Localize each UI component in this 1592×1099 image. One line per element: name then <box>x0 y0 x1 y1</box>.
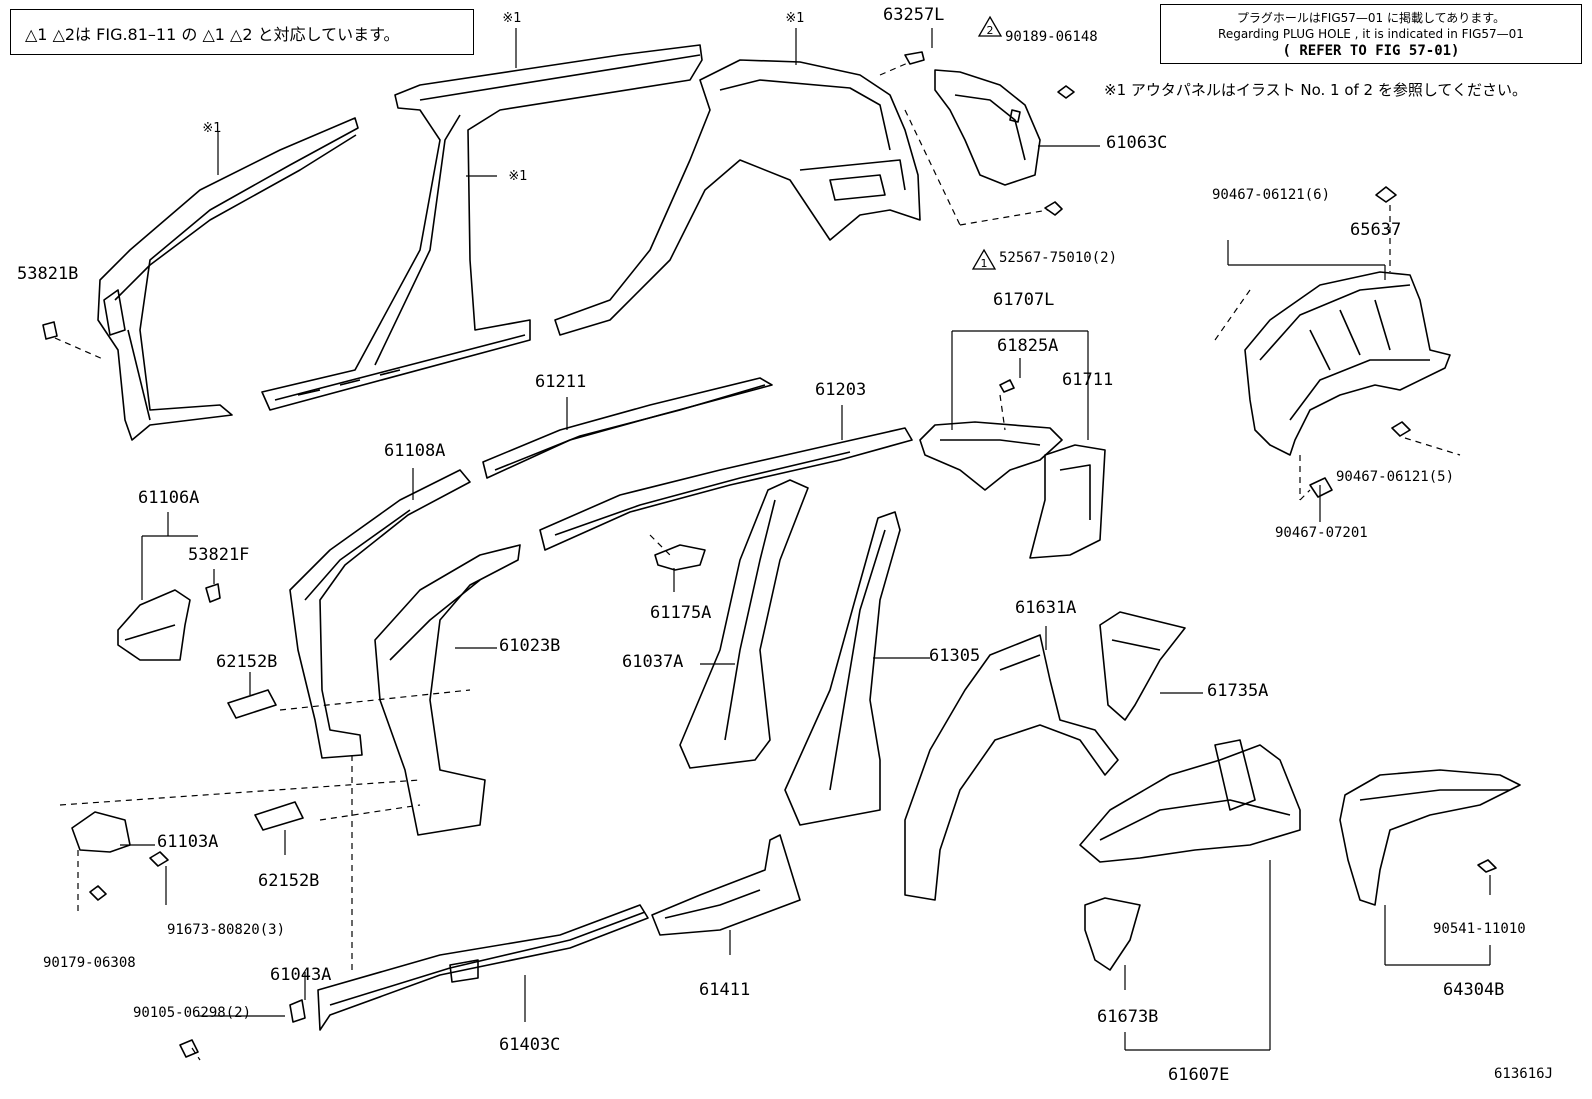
part-61825A-shape <box>999 379 1015 393</box>
label-61825A[interactable]: 61825A <box>997 336 1059 356</box>
fig-correspondence-note: △1 △2は FIG.81–11 の △1 △2 と対応しています。 <box>10 9 474 55</box>
plug-hole-note-en: Regarding PLUG HOLE , it is indicated in… <box>1218 27 1524 41</box>
ref-mark-4: ※1 <box>508 169 527 184</box>
part-61607E-shape <box>1079 739 1301 863</box>
label-90189-06148[interactable]: 90189-06148 <box>1005 29 1098 45</box>
label-90105-06298[interactable]: 90105-06298(2) <box>133 1005 252 1021</box>
plug-hole-note: プラグホールはFIG57—01 に掲載してあります。 Regarding PLU… <box>1160 4 1582 64</box>
label-61203[interactable]: 61203 <box>815 380 867 400</box>
label-61607E[interactable]: 61607E <box>1168 1065 1230 1085</box>
triangle-1-digit: 1 <box>981 257 988 270</box>
label-61023B[interactable]: 61023B <box>499 636 561 656</box>
label-61063C[interactable]: 61063C <box>1106 133 1168 153</box>
label-90467-06121-5[interactable]: 90467-06121(5) <box>1336 469 1455 485</box>
ref-mark-1: ※1 <box>502 11 521 26</box>
dashed-guides <box>54 61 1461 1061</box>
label-90467-07201[interactable]: 90467-07201 <box>1275 525 1368 541</box>
label-61673B[interactable]: 61673B <box>1097 1007 1159 1027</box>
triangle-1-icon <box>971 248 997 270</box>
reference-marks: ※1 ※1 ※1 ※1 <box>202 11 804 184</box>
part-62152B-bottom-shape <box>254 801 304 831</box>
label-63257L[interactable]: 63257L <box>883 5 945 25</box>
label-52567-75010[interactable]: 52567-75010(2) <box>999 250 1118 266</box>
warning-triangle-digits: 2 1 <box>981 24 994 270</box>
part-61023B-shape <box>374 544 521 836</box>
part-61211-shape <box>482 377 773 479</box>
label-65637[interactable]: 65637 <box>1350 220 1402 240</box>
outer-panel-front-part <box>97 117 359 441</box>
part-61063C-shape <box>934 69 1041 186</box>
label-53821F[interactable]: 53821F <box>188 545 250 565</box>
part-61735A-shape <box>1099 611 1186 721</box>
fasteners <box>42 85 1497 1058</box>
label-90179-06308[interactable]: 90179-06308 <box>43 955 136 971</box>
part-61106A-shape <box>117 589 191 661</box>
label-61106A[interactable]: 61106A <box>138 488 200 508</box>
part-65637-shape <box>1244 271 1451 456</box>
part-61103A-shape <box>71 811 131 853</box>
label-61305[interactable]: 61305 <box>929 646 981 666</box>
leader-lines <box>120 28 1491 1051</box>
label-61711[interactable]: 61711 <box>1062 370 1114 390</box>
plug-hole-note-ref: ( REFER TO FIG 57-01) <box>1282 43 1460 59</box>
label-61108A[interactable]: 61108A <box>384 441 446 461</box>
part-53821F-shape <box>205 583 221 603</box>
outer-panel-reference-note: ※1 アウタパネルはイラスト No. 1 of 2 を参照してください。 <box>1104 81 1527 99</box>
warning-triangles <box>971 15 1003 270</box>
label-91673-80820[interactable]: 91673-80820(3) <box>167 922 286 938</box>
fig-correspondence-text: △1 △2は FIG.81–11 の △1 △2 と対応しています。 <box>25 25 400 44</box>
part-61707L-shape <box>919 421 1106 559</box>
ref-mark-3: ※1 <box>202 121 221 136</box>
part-61037A-shape <box>679 479 809 769</box>
figure-id: 613616J <box>1494 1066 1554 1082</box>
label-64304B[interactable]: 64304B <box>1443 980 1505 1000</box>
part-61403C-shape <box>317 904 649 1031</box>
part-61305-shape <box>784 511 901 826</box>
part-61043A-shape <box>289 999 306 1023</box>
label-61103A[interactable]: 61103A <box>157 832 219 852</box>
label-61175A[interactable]: 61175A <box>650 603 712 623</box>
part-62152B-top-shape <box>227 689 277 719</box>
label-53821B[interactable]: 53821B <box>17 264 79 284</box>
ref-mark-2: ※1 <box>785 11 804 26</box>
label-61735A[interactable]: 61735A <box>1207 681 1269 701</box>
label-61403C[interactable]: 61403C <box>499 1035 561 1055</box>
label-61411[interactable]: 61411 <box>699 980 751 1000</box>
part-64304B-shape <box>1339 769 1521 906</box>
part-61175A-shape <box>654 544 706 571</box>
triangle-1-icon <box>977 15 1003 37</box>
part-61631A-shape <box>904 634 1119 901</box>
plug-hole-note-jp: プラグホールはFIG57—01 に掲載してあります。 <box>1236 11 1506 25</box>
label-62152B-bottom[interactable]: 62152B <box>258 871 320 891</box>
label-61211[interactable]: 61211 <box>535 372 587 392</box>
outer-panel-center-part <box>261 44 703 411</box>
label-61043A[interactable]: 61043A <box>270 965 332 985</box>
label-90541-11010[interactable]: 90541-11010 <box>1433 921 1526 937</box>
part-61411-shape <box>651 834 801 936</box>
part-61108A-shape <box>289 469 471 759</box>
label-61037A[interactable]: 61037A <box>622 652 684 672</box>
triangle-2-digit: 2 <box>987 24 994 37</box>
label-90467-06121-6[interactable]: 90467-06121(6) <box>1212 187 1331 203</box>
label-61631A[interactable]: 61631A <box>1015 598 1077 618</box>
label-62152B-top[interactable]: 62152B <box>216 652 278 672</box>
part-61673B-shape <box>1084 897 1141 971</box>
outer-panel-rear-part <box>554 59 921 336</box>
part-63257L-shape <box>904 51 925 65</box>
part-61203-shape <box>539 427 913 551</box>
label-61707L[interactable]: 61707L <box>993 290 1055 310</box>
